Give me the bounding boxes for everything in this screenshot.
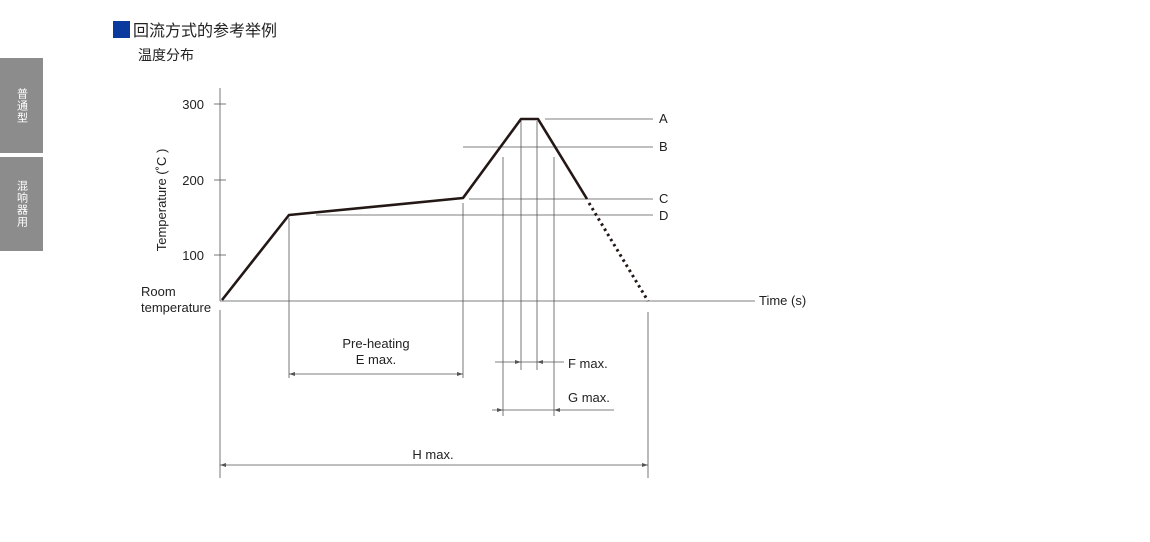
g-max-label: G max. (568, 390, 610, 405)
blue-square-icon (113, 20, 130, 38)
preheating-label: Pre-heating (342, 336, 409, 351)
subtitle: 温度分布 (138, 48, 194, 64)
tick-300: 300 (182, 97, 204, 112)
level-a: A (659, 111, 668, 126)
cooling-dotted-line (587, 202, 650, 302)
sidebar-tab-standard[interactable]: 普通型 (0, 58, 43, 153)
dimension-lines: Pre-heating E max. F max. G max. H max. (219, 121, 649, 478)
level-d: D (659, 208, 668, 223)
h-max-label: H max. (412, 447, 453, 462)
temperature-profile (220, 117, 650, 302)
y-axis-label: Temperature (˚C ) (154, 149, 169, 252)
f-max-label: F max. (568, 356, 608, 371)
level-b: B (659, 139, 668, 154)
tab-label: 普通型 (15, 87, 29, 124)
e-max-label: E max. (356, 352, 396, 367)
tick-100: 100 (182, 248, 204, 263)
y-axis: 300 200 100 Temperature (˚C ) Room tempe… (141, 88, 226, 315)
tick-200: 200 (182, 173, 204, 188)
sidebar-tab-buzzer[interactable]: 混响器用 (0, 157, 43, 251)
section-title: 回流方式的参考举例 (113, 17, 277, 41)
tab-label: 混响器用 (15, 180, 29, 228)
level-c: C (659, 191, 668, 206)
room-temp-label-1: Room (141, 284, 176, 299)
title-text: 回流方式的参考举例 (133, 21, 278, 40)
x-axis-label: Time (s) (759, 293, 806, 308)
room-temp-label-2: temperature (141, 300, 211, 315)
x-axis: Time (s) (220, 293, 806, 308)
